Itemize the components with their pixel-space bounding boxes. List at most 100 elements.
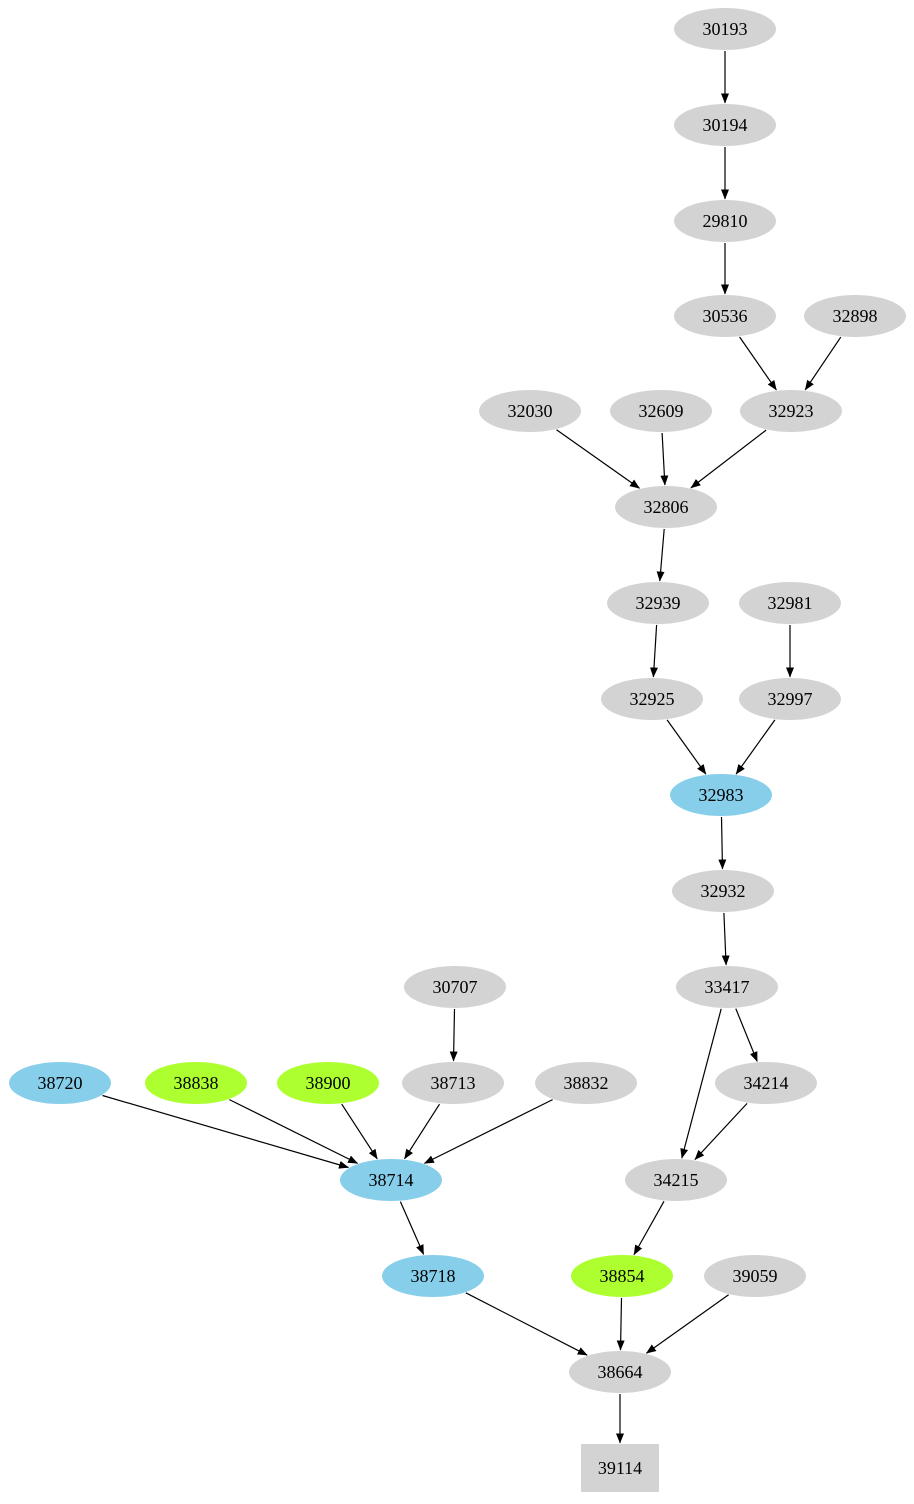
edge-38714-38718 [399,1201,425,1255]
node-label-29810: 29810 [703,211,748,231]
node-label-39114: 39114 [598,1458,642,1478]
node-38720: 38720 [9,1062,111,1104]
edge-38854-38664 [616,1297,625,1351]
node-ellipse-33417 [676,966,778,1008]
node-32983: 32983 [670,774,772,816]
node-34215: 34215 [625,1159,727,1201]
node-29810: 29810 [674,200,776,242]
node-label-38713: 38713 [431,1073,476,1093]
node-32997: 32997 [739,678,841,720]
node-30707: 30707 [404,966,506,1008]
node-38838: 38838 [145,1062,247,1104]
node-ellipse-38713 [402,1062,504,1104]
edge-38720-38714 [102,1094,349,1169]
node-label-30194: 30194 [703,115,748,135]
node-32981: 32981 [739,582,841,624]
node-ellipse-32983 [670,774,772,816]
edge-32898-32923 [804,336,842,391]
node-label-30193: 30193 [703,19,748,39]
node-ellipse-32923 [740,390,842,432]
node-30536: 30536 [674,295,776,337]
edge-38832-38714 [423,1099,553,1164]
node-ellipse-32030 [479,390,581,432]
edge-34215-38854 [633,1201,665,1256]
node-label-32983: 32983 [699,785,744,805]
node-ellipse-32939 [607,582,709,624]
edge-32932-33417 [721,912,730,966]
node-ellipse-32925 [601,678,703,720]
edge-32925-32983 [666,719,707,775]
node-ellipse-38900 [277,1062,379,1104]
node-label-32806: 32806 [644,497,689,517]
node-33417: 33417 [676,966,778,1008]
node-ellipse-32609 [610,390,712,432]
node-ellipse-30194 [674,104,776,146]
node-label-32939: 32939 [636,593,681,613]
node-39059: 39059 [704,1255,806,1297]
node-ellipse-30193 [674,8,776,50]
node-label-38718: 38718 [411,1266,456,1286]
node-ellipse-38832 [535,1062,637,1104]
node-ellipse-29810 [674,200,776,242]
node-label-38832: 38832 [564,1073,609,1093]
node-ellipse-39059 [704,1255,806,1297]
edge-39059-38664 [645,1294,729,1354]
node-38854: 38854 [571,1255,673,1297]
node-38664: 38664 [569,1351,671,1393]
node-label-39059: 39059 [733,1266,778,1286]
node-32609: 32609 [610,390,712,432]
node-label-32932: 32932 [701,881,746,901]
node-32923: 32923 [740,390,842,432]
node-label-38714: 38714 [369,1170,414,1190]
edge-34214-34215 [694,1102,748,1161]
node-label-30536: 30536 [703,306,748,326]
edge-33417-34215 [680,1008,722,1159]
node-label-38900: 38900 [306,1073,351,1093]
edge-38838-38714 [229,1099,359,1164]
node-label-34214: 34214 [744,1073,789,1093]
edge-32030-32806 [556,429,640,489]
node-ellipse-32981 [739,582,841,624]
node-layer: 30193 30194 29810 30536 32898 32030 32609 32923… [9,8,906,1492]
node-label-38838: 38838 [174,1073,219,1093]
node-label-32997: 32997 [768,689,813,709]
node-ellipse-38720 [9,1062,111,1104]
node-ellipse-34215 [625,1159,727,1201]
node-ellipse-30707 [404,966,506,1008]
node-30194: 30194 [674,104,776,146]
edge-32609-32806 [660,432,669,486]
edge-32939-32925 [649,624,658,678]
edge-32923-32806 [690,429,767,489]
node-32030: 32030 [479,390,581,432]
edge-32983-32932 [718,816,727,870]
node-ellipse-38718 [382,1255,484,1297]
edge-32806-32939 [656,528,665,582]
node-32932: 32932 [672,870,774,912]
node-38900: 38900 [277,1062,379,1104]
edge-layer [102,51,842,1444]
edge-32997-32983 [735,719,776,775]
node-ellipse-32997 [739,678,841,720]
node-34214: 34214 [715,1062,817,1104]
node-ellipse-30536 [674,295,776,337]
node-ellipse-38714 [340,1159,442,1201]
node-label-32923: 32923 [769,401,814,421]
node-label-33417: 33417 [705,977,750,997]
node-label-34215: 34215 [654,1170,699,1190]
node-ellipse-32898 [804,295,906,337]
node-label-32981: 32981 [768,593,813,613]
node-label-38854: 38854 [600,1266,645,1286]
node-box-39114 [581,1444,659,1492]
edge-38718-38664 [465,1292,588,1356]
node-38714: 38714 [340,1159,442,1201]
node-ellipse-38854 [571,1255,673,1297]
node-label-32609: 32609 [639,401,684,421]
edge-38713-38714 [403,1103,441,1160]
node-32939: 32939 [607,582,709,624]
node-38832: 38832 [535,1062,637,1104]
node-32898: 32898 [804,295,906,337]
node-ellipse-38664 [569,1351,671,1393]
edge-33417-34214 [735,1008,758,1062]
